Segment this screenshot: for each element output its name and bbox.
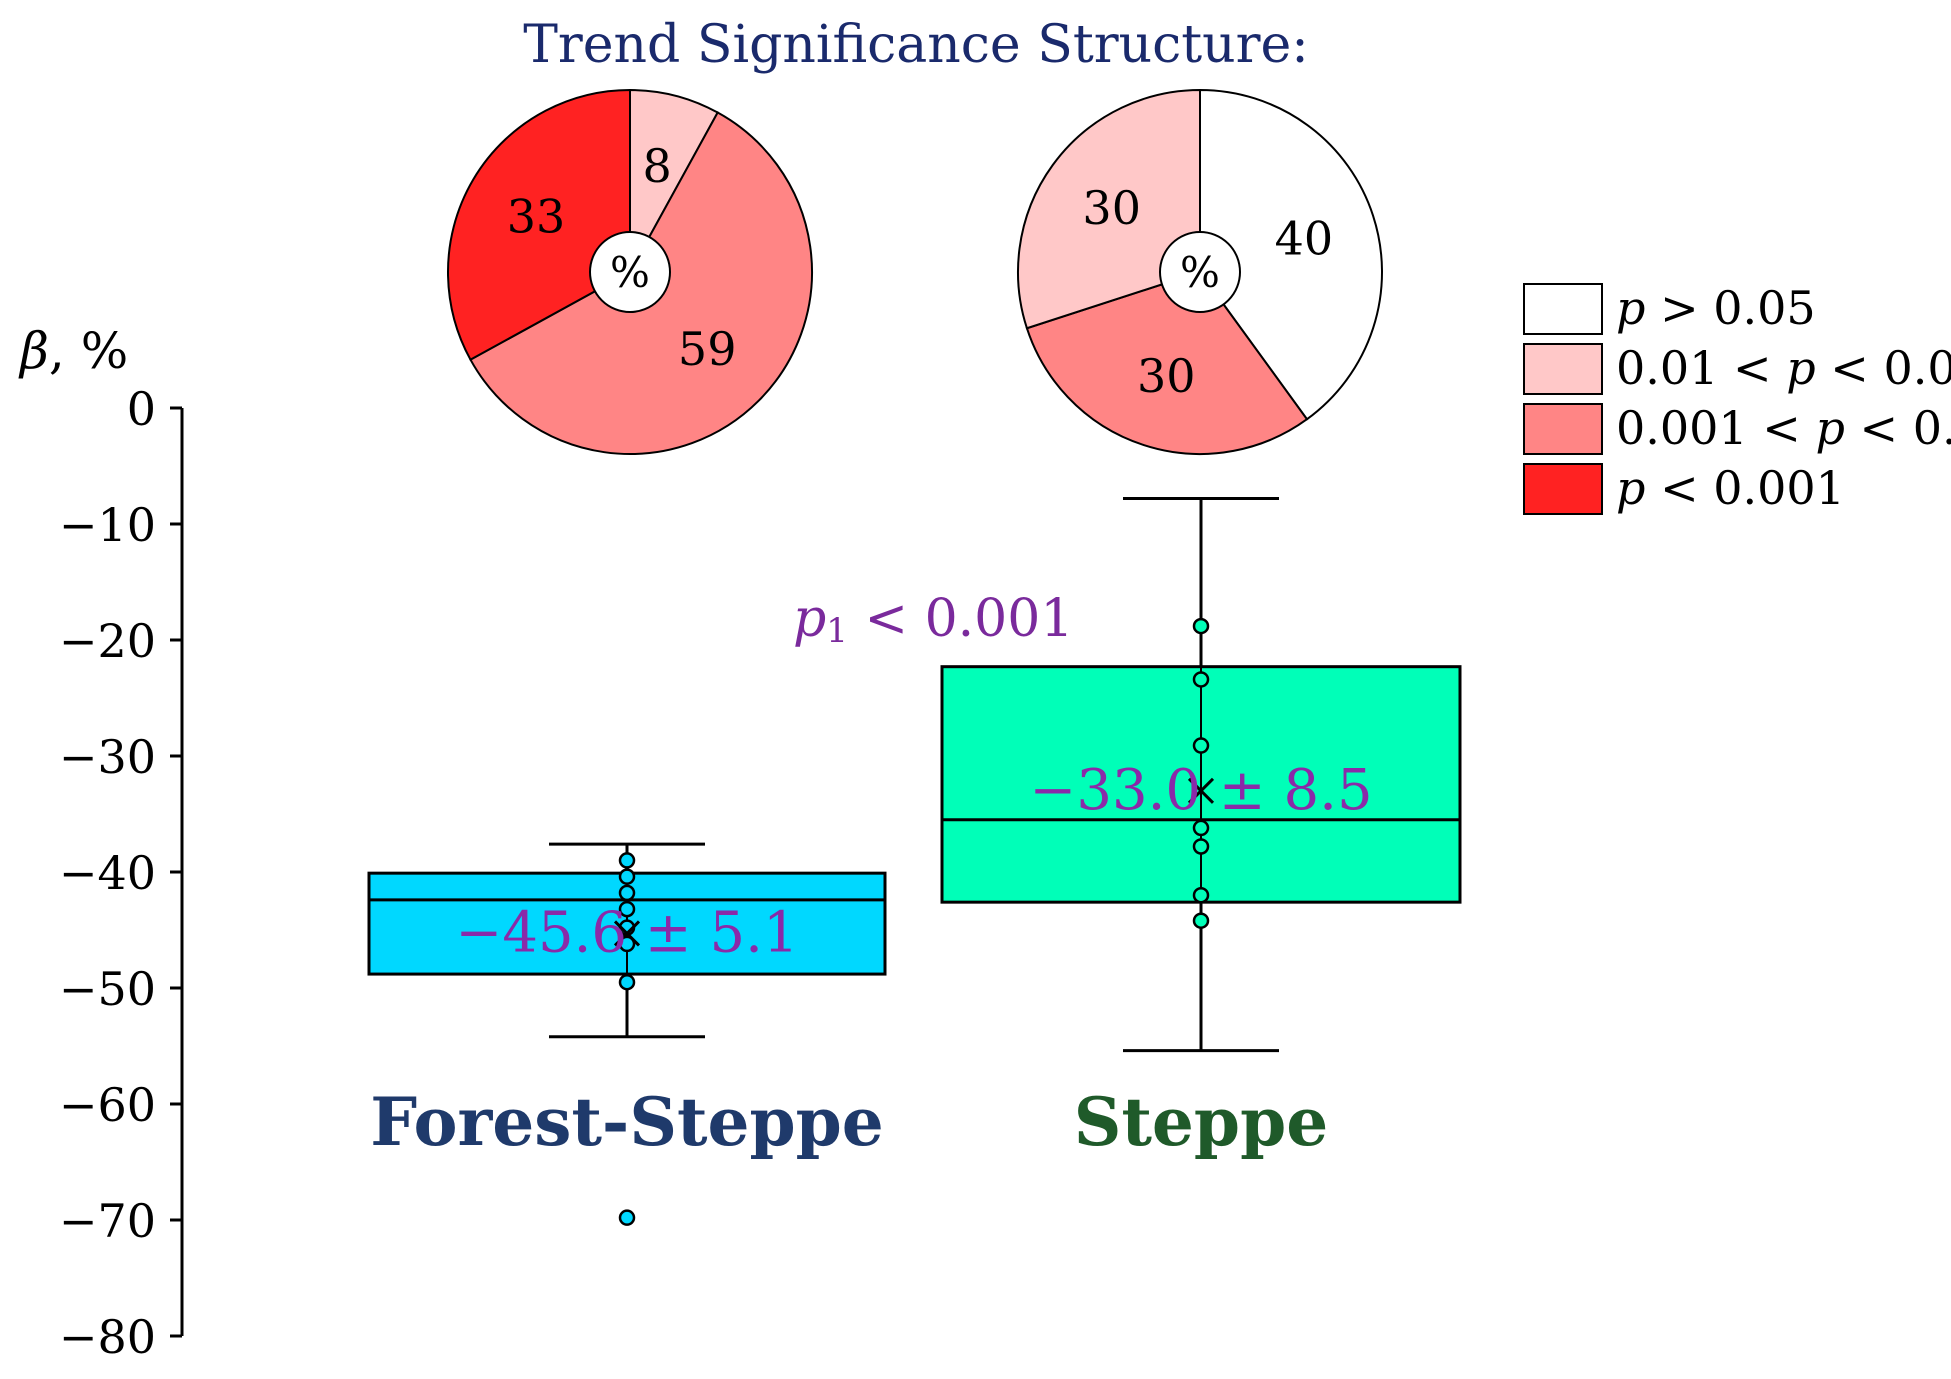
pie-slice-label: 33 [507, 189, 566, 243]
pie-steppe: 40 30 30% [1017, 88, 1383, 455]
data-point [1192, 912, 1210, 929]
mean-marker [613, 920, 641, 947]
y-tick-label: −20 [59, 614, 156, 668]
chart-title: Trend Significance Structure: [523, 15, 1309, 75]
pie-slice [1017, 88, 1201, 330]
pie-center-label: % [610, 248, 650, 297]
data-point [1192, 838, 1210, 855]
legend-item: p < 0.001 [1523, 461, 1845, 515]
y-tick-label: −30 [59, 730, 156, 784]
pie-charts: 8 59 33% 40 30 30% [447, 88, 1383, 455]
y-tick-label: −60 [59, 1078, 156, 1132]
legend-item: p > 0.05 [1523, 281, 1816, 335]
legend-label: 0.01 < p < 0.05 [1616, 341, 1951, 395]
pie-slice-label: 40 [1275, 211, 1334, 265]
pie-center [1159, 231, 1241, 313]
legend-swatch [1523, 343, 1603, 395]
data-point [1192, 671, 1210, 688]
legend: p > 0.05 0.01 < p < 0.05 0.001 < p < 0.01 p… [1523, 281, 1951, 515]
legend-label: p > 0.05 [1616, 281, 1816, 335]
y-tick-label: 0 [127, 382, 156, 436]
p-value-annotation: p1 < 0.001 [793, 589, 1073, 651]
pie-forest-steppe: 8 59 33% [447, 88, 813, 455]
pie-slice-label: 59 [678, 322, 737, 376]
pie-center [589, 231, 671, 313]
y-tick-label: −50 [59, 962, 156, 1016]
legend-label: 0.001 < p < 0.01 [1616, 401, 1951, 455]
data-point [618, 973, 636, 991]
mean-label: −45.6 ± 5.1 [455, 900, 798, 965]
y-tick-label: −80 [59, 1310, 156, 1364]
pie-slice [629, 88, 720, 273]
legend-item: 0.01 < p < 0.05 [1523, 341, 1951, 395]
data-point [618, 935, 636, 953]
mean-label: −33.0 ± 8.5 [1029, 758, 1372, 823]
legend-label: p < 0.001 [1616, 461, 1845, 515]
pie-slice [447, 88, 631, 362]
y-tick-label: −10 [59, 498, 156, 552]
box-plot: 0 −10 −20 −30 −40 −50 −60 −70 −80 β, % −45.6 ± 5.1… [18, 322, 1462, 1364]
data-point [618, 884, 636, 902]
pie-slice-label: 8 [643, 139, 672, 193]
category-label: Steppe [1074, 1083, 1328, 1161]
mean-marker [1187, 777, 1215, 804]
y-tick-label: −70 [59, 1194, 156, 1248]
y-axis-label: β, % [18, 322, 128, 380]
pie-slice [1025, 270, 1309, 455]
legend-item: 0.001 < p < 0.01 [1523, 401, 1951, 455]
legend-swatch [1523, 403, 1603, 455]
pie-slice [1199, 88, 1383, 421]
data-point [618, 900, 636, 918]
data-point [1192, 617, 1210, 635]
category-label: Forest-Steppe [370, 1083, 884, 1161]
y-tick-label: −40 [59, 846, 156, 900]
data-point [618, 1209, 636, 1226]
pie-center-label: % [1180, 248, 1220, 297]
pie-slice-label: 30 [1082, 181, 1141, 235]
legend-swatch [1523, 283, 1603, 335]
pie-slice-label: 30 [1137, 349, 1196, 403]
data-point [1192, 819, 1210, 837]
data-point [1192, 886, 1210, 904]
legend-swatch [1523, 463, 1603, 515]
data-point [618, 852, 636, 869]
data-point [1192, 737, 1210, 754]
data-point [618, 868, 636, 885]
